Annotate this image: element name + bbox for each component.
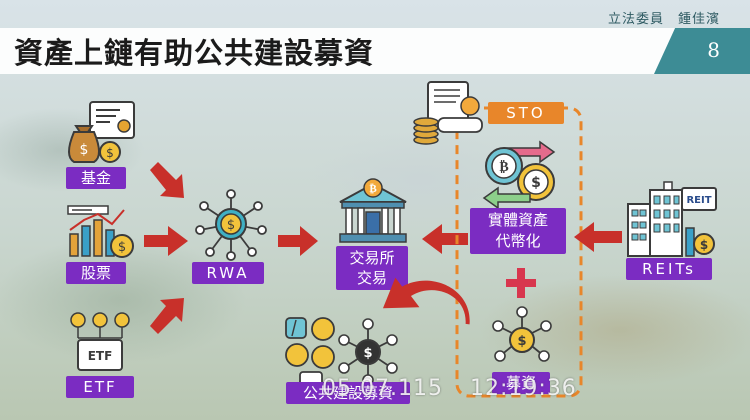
network-coin-icon: $ <box>195 189 267 261</box>
source-label-stock: 股票 <box>66 262 126 284</box>
svg-text:$: $ <box>106 146 114 160</box>
tokenization-label-line1: 實體資產 <box>487 211 548 229</box>
reits-label: REITs <box>626 258 712 280</box>
fund-certificate-icon: $ $ <box>68 101 135 163</box>
source-label-fund: 基金 <box>66 167 126 189</box>
overlay-time: 12:19:36 <box>470 376 577 401</box>
exchange-label-line1: 交易所 <box>349 249 395 267</box>
tokenization-label: 實體資產 代幣化 <box>470 208 566 254</box>
source-label-etf: ETF <box>66 376 134 398</box>
document-coins-icon <box>413 81 483 145</box>
arrow-etf-to-rwa <box>150 298 184 334</box>
title-bar <box>0 28 750 74</box>
svg-text:$: $ <box>531 175 541 191</box>
sto-label: STO <box>488 102 564 124</box>
rwa-label: RWA <box>192 262 264 284</box>
svg-text:$: $ <box>227 218 235 233</box>
svg-text:$: $ <box>700 238 708 252</box>
svg-text:$: $ <box>517 334 526 349</box>
plus-icon <box>506 268 536 298</box>
crypto-exchange-icon: ₿ $ <box>482 140 556 210</box>
stock-chart-icon: $ <box>67 205 134 258</box>
public-infra-label: 公共建設募資 <box>286 382 410 404</box>
network-dollar-icon: $ <box>492 306 552 362</box>
arrow-stock-to-rwa <box>144 226 188 256</box>
etf-coins-icon: ETF <box>70 312 130 371</box>
arrow-tokenization-to-exchange <box>422 224 468 254</box>
author-name: 立法委員 鍾佳濱 <box>607 12 720 27</box>
arrow-exchange-to-infra <box>382 277 470 325</box>
exchange-label-line2: 交易 <box>356 269 387 287</box>
arrow-reits-to-tokenization <box>574 222 622 252</box>
svg-text:₿: ₿ <box>369 182 377 195</box>
tokenization-label-line2: 代幣化 <box>495 232 541 250</box>
svg-text:$: $ <box>363 346 372 361</box>
slide-title: 資產上鏈有助公共建設募資 <box>14 36 375 70</box>
reit-badge-text: REIT <box>686 195 711 206</box>
page-number: 8 <box>707 38 720 62</box>
fundraising-label: 募資 <box>492 372 550 394</box>
building-reit-icon: REIT $ <box>627 181 717 257</box>
overlay-date: 05.07.115 <box>322 376 443 401</box>
svg-text:₿: ₿ <box>499 159 508 175</box>
svg-text:$: $ <box>118 240 126 255</box>
bank-building-icon: ₿ <box>339 178 407 243</box>
infrastructure-network-icon: $ <box>285 317 398 387</box>
svg-text:$: $ <box>80 142 89 158</box>
svg-text:ETF: ETF <box>88 349 113 363</box>
arrow-fund-to-rwa <box>150 162 184 198</box>
arrow-rwa-to-exchange <box>278 226 318 256</box>
